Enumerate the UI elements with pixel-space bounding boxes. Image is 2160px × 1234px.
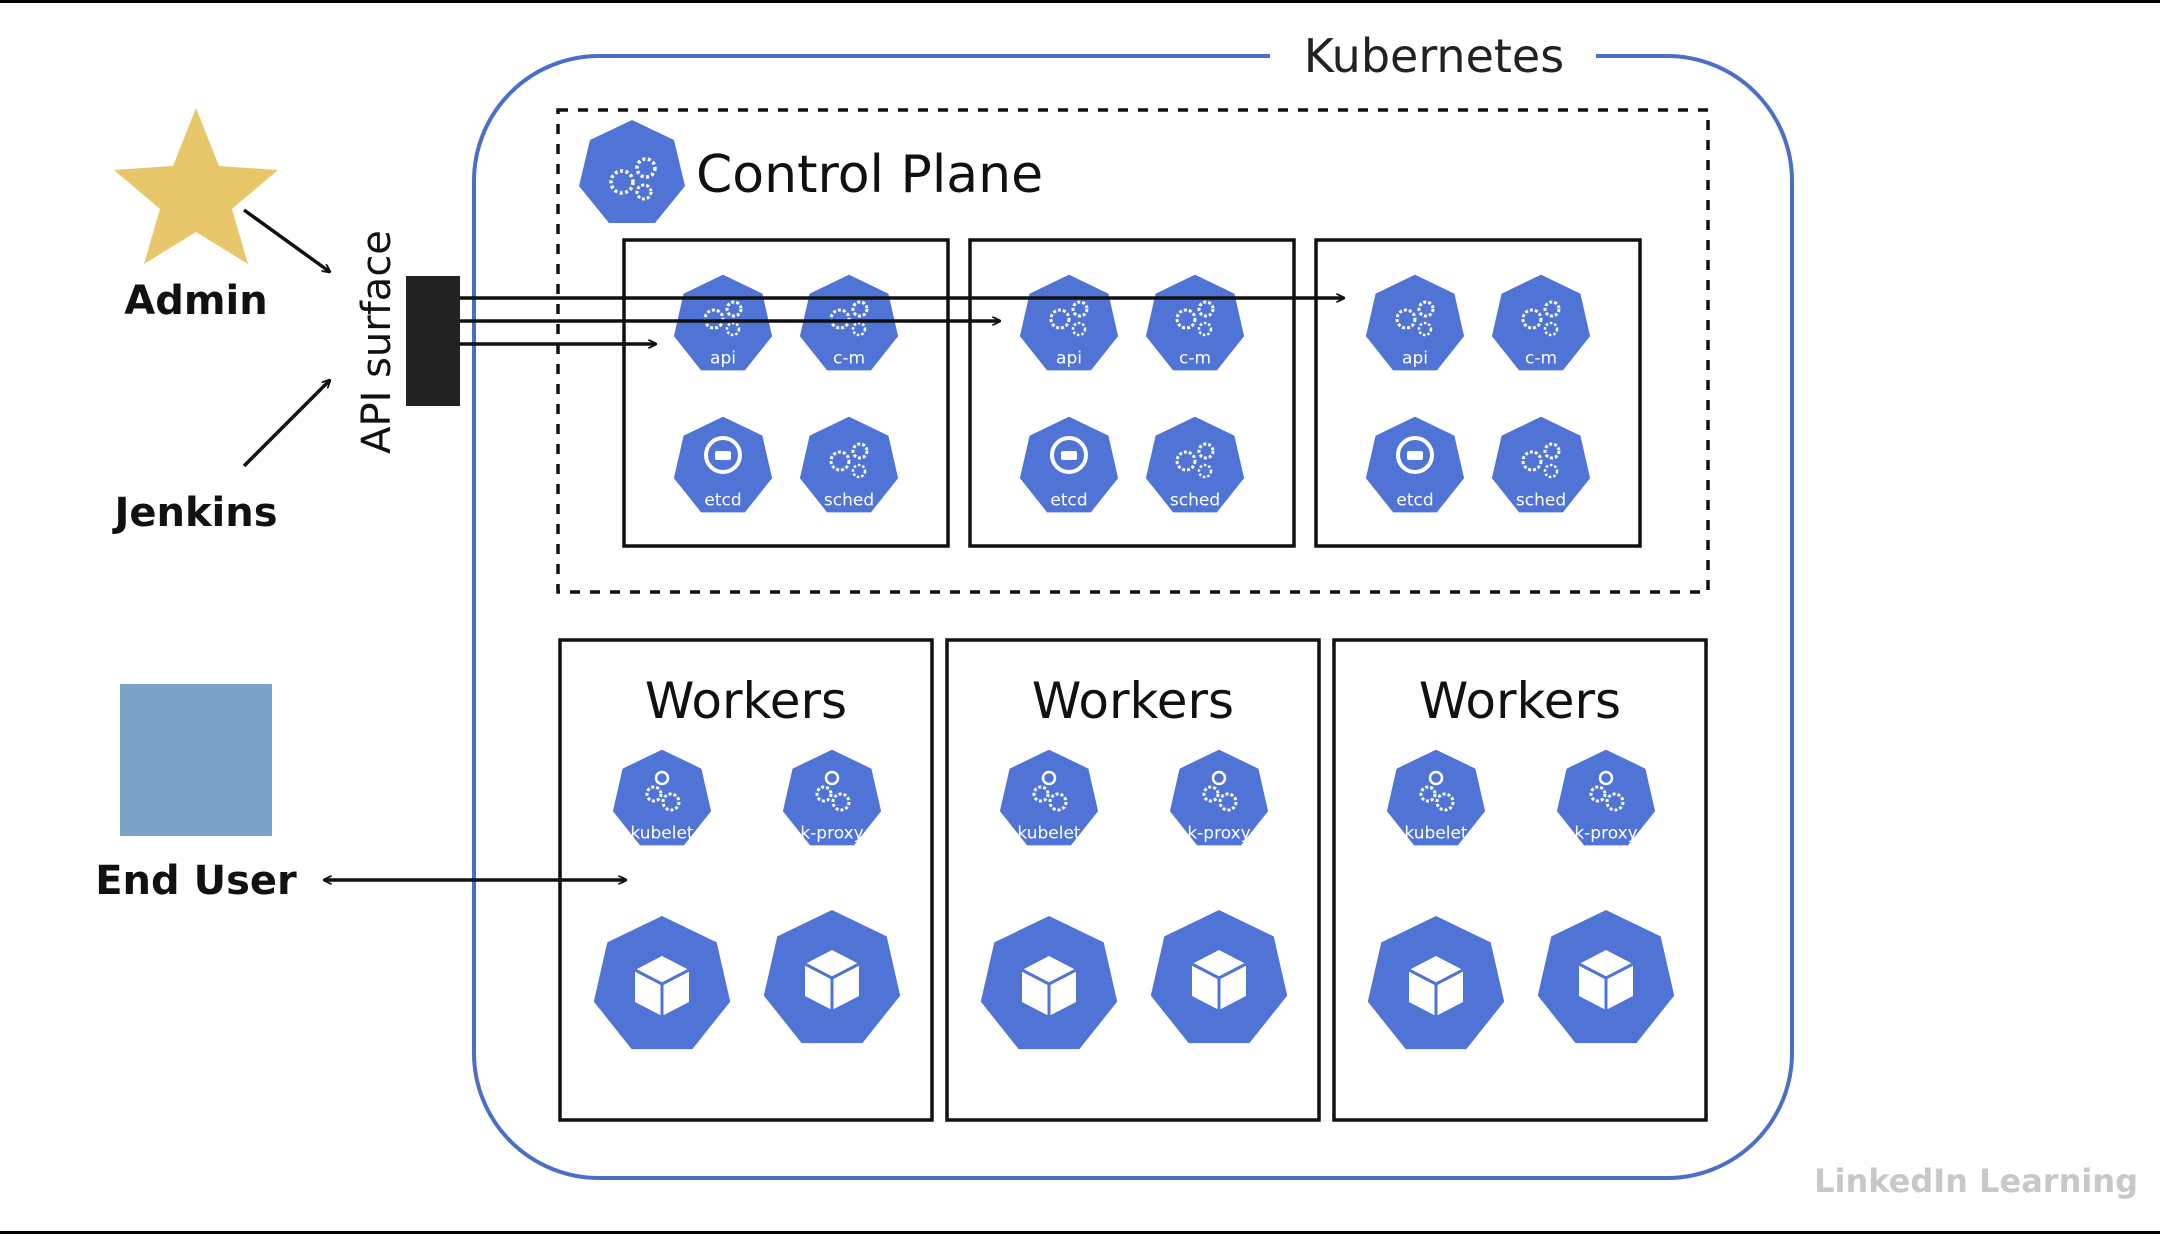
- cp-node-2: [968, 238, 1296, 548]
- k-proxy-component-icon: k-proxy: [779, 746, 885, 849]
- kubelet-component-icon: kubelet: [1383, 746, 1489, 849]
- kubelet-component-icon: kubelet: [609, 746, 715, 849]
- etcd-component-icon: etcd: [1362, 413, 1468, 516]
- pod-cube-icon: [1367, 916, 1505, 1050]
- watermark: LinkedIn Learning: [1814, 1162, 2138, 1200]
- cp-node-1: [622, 238, 950, 548]
- pod-cube-icon: [980, 916, 1118, 1050]
- pod-cube-icon: [763, 910, 901, 1044]
- sched-component-icon: sched: [796, 413, 902, 516]
- c-m-label: c-m: [1525, 348, 1557, 368]
- workers-box-2: [945, 638, 1321, 1122]
- etcd-label: etcd: [704, 490, 741, 510]
- kubelet-label: kubelet: [630, 823, 694, 843]
- admin-arrow: [242, 208, 330, 272]
- kubelet-component-icon: kubelet: [996, 746, 1102, 849]
- etcd-component-icon: etcd: [670, 413, 776, 516]
- k-proxy-component-icon: k-proxy: [1553, 746, 1659, 849]
- api-label: api: [1056, 348, 1082, 368]
- etcd-label: etcd: [1396, 490, 1433, 510]
- c-m-component-icon: c-m: [1488, 271, 1594, 374]
- workers-title-2: Workers: [1032, 672, 1234, 730]
- api-surface-block: [406, 276, 460, 406]
- k-proxy-component-icon: k-proxy: [1166, 746, 1272, 849]
- pod-cube-icon: [1150, 910, 1288, 1044]
- admin-star-icon: [114, 108, 278, 264]
- workers-box-3: [1332, 638, 1708, 1122]
- kubelet-label: kubelet: [1017, 823, 1081, 843]
- end-user-label: End User: [95, 858, 297, 904]
- pod-cube-icon: [593, 916, 731, 1050]
- admin-label: Admin: [124, 278, 267, 324]
- cluster-label: Kubernetes: [1304, 29, 1564, 83]
- control-plane-title: Control Plane: [696, 145, 1043, 205]
- sched-label: sched: [1170, 490, 1220, 510]
- kubelet-label: kubelet: [1404, 823, 1468, 843]
- end-user-square-icon: [120, 684, 272, 836]
- workers-title-3: Workers: [1419, 672, 1621, 730]
- pod-cube-icon: [1537, 910, 1675, 1044]
- sched-label: sched: [1516, 490, 1566, 510]
- jenkins-arrow: [242, 380, 330, 468]
- api-label: api: [710, 348, 736, 368]
- sched-component-icon: sched: [1488, 413, 1594, 516]
- api-label: api: [1402, 348, 1428, 368]
- control-plane-icon: [579, 120, 685, 223]
- cluster-label-gap: [1270, 40, 1596, 72]
- k-proxy-label: k-proxy: [800, 823, 863, 843]
- k-proxy-label: k-proxy: [1187, 823, 1250, 843]
- etcd-component-icon: etcd: [1016, 413, 1122, 516]
- jenkins-label: Jenkins: [111, 490, 277, 536]
- cluster-border: [472, 54, 1794, 1180]
- sched-component-icon: sched: [1142, 413, 1248, 516]
- k-proxy-label: k-proxy: [1574, 823, 1637, 843]
- c-m-label: c-m: [833, 348, 865, 368]
- control-plane-region: [556, 108, 1710, 594]
- etcd-label: etcd: [1050, 490, 1087, 510]
- cp-node-3: [1314, 238, 1642, 548]
- api-component-icon: api: [1362, 271, 1468, 374]
- workers-title-1: Workers: [645, 672, 847, 730]
- c-m-label: c-m: [1179, 348, 1211, 368]
- api-surface-label: API surface: [354, 230, 400, 454]
- sched-label: sched: [824, 490, 874, 510]
